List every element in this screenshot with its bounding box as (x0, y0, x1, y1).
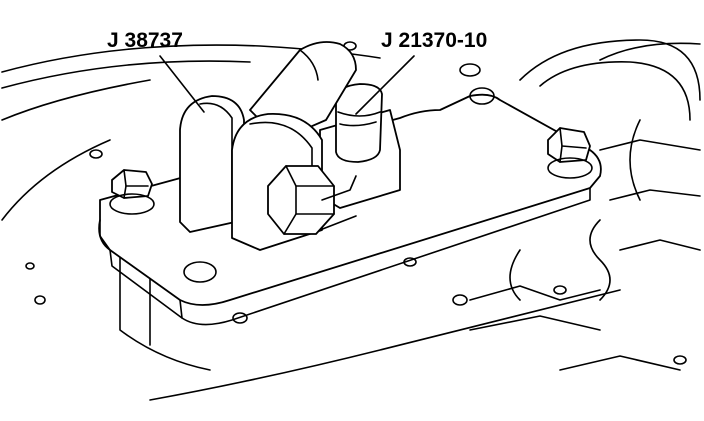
transmission-case-outline (1, 39, 701, 401)
bolt-right (547, 127, 593, 179)
tool-j21370-10 (319, 83, 401, 209)
bolt-left (109, 169, 155, 215)
leader-lines (159, 55, 415, 115)
leader-line-j38737 (159, 55, 205, 113)
label-j38737: J 38737 (107, 29, 183, 52)
leader-line-j21370-10 (355, 55, 415, 115)
label-j21370-10: J 21370-10 (381, 29, 488, 52)
tool-j38737 (179, 41, 357, 251)
